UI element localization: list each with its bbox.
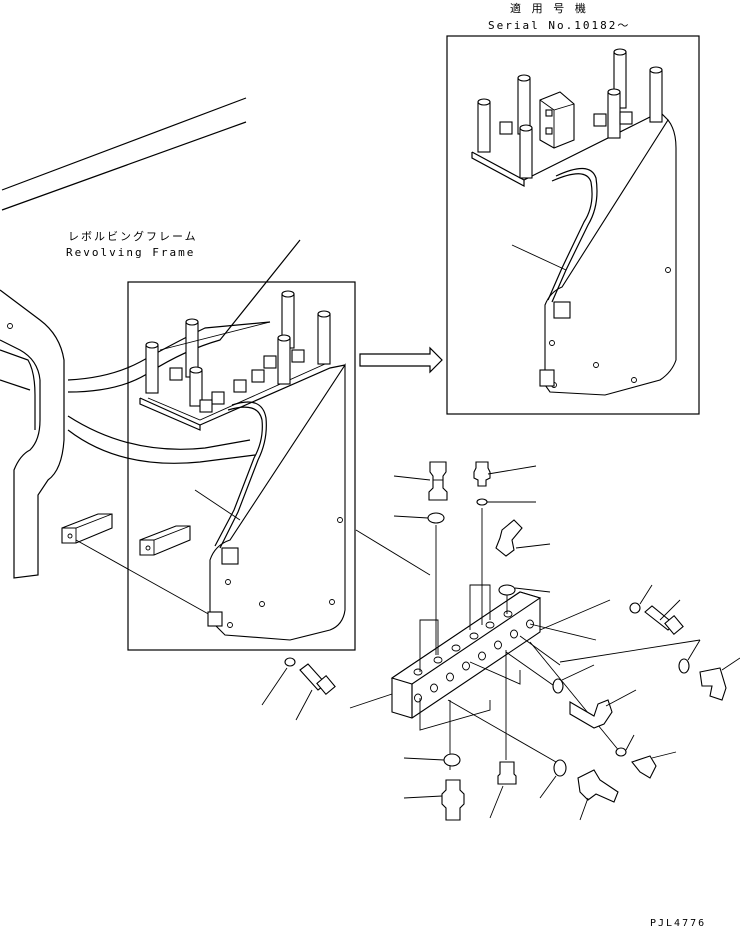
drawing-code: PJL4776 <box>650 918 707 929</box>
elbow-fitting-top <box>495 519 551 557</box>
fitting-adapter-top-right <box>473 461 537 487</box>
elbow-fitting-small <box>631 751 677 779</box>
seal-ring-right <box>552 639 701 757</box>
seal-ring-top <box>393 498 551 596</box>
arrow-to-detail <box>359 346 443 374</box>
detail-box-left <box>127 281 356 651</box>
bracket-plate-left <box>139 290 346 641</box>
fitting-adapter-top-left <box>393 461 448 501</box>
frame-beam-lines <box>1 97 247 211</box>
serial-label-en: Serial No.10182～ <box>488 19 631 32</box>
elbow-fitting-middle <box>569 689 637 729</box>
straight-fitting-bottom-right <box>577 769 619 821</box>
bracket-plate-right <box>471 48 677 396</box>
manifold-block <box>349 508 701 770</box>
fitting-adapter-bottom-left <box>403 779 465 821</box>
frame-label-en: Revolving Frame <box>66 246 196 259</box>
serial-label-jp: 適 用 号 機 <box>510 2 588 15</box>
frame-label-jp: レボルビングフレーム <box>68 230 198 243</box>
bolt-left <box>261 657 336 721</box>
spacer-blocks <box>61 513 213 617</box>
detail-box-right <box>446 35 700 415</box>
bolt-washer-right <box>629 584 684 635</box>
seal-ring-bottom <box>403 753 567 799</box>
elbow-fitting-right <box>699 657 740 701</box>
sensor-fitting-bottom <box>489 761 517 819</box>
